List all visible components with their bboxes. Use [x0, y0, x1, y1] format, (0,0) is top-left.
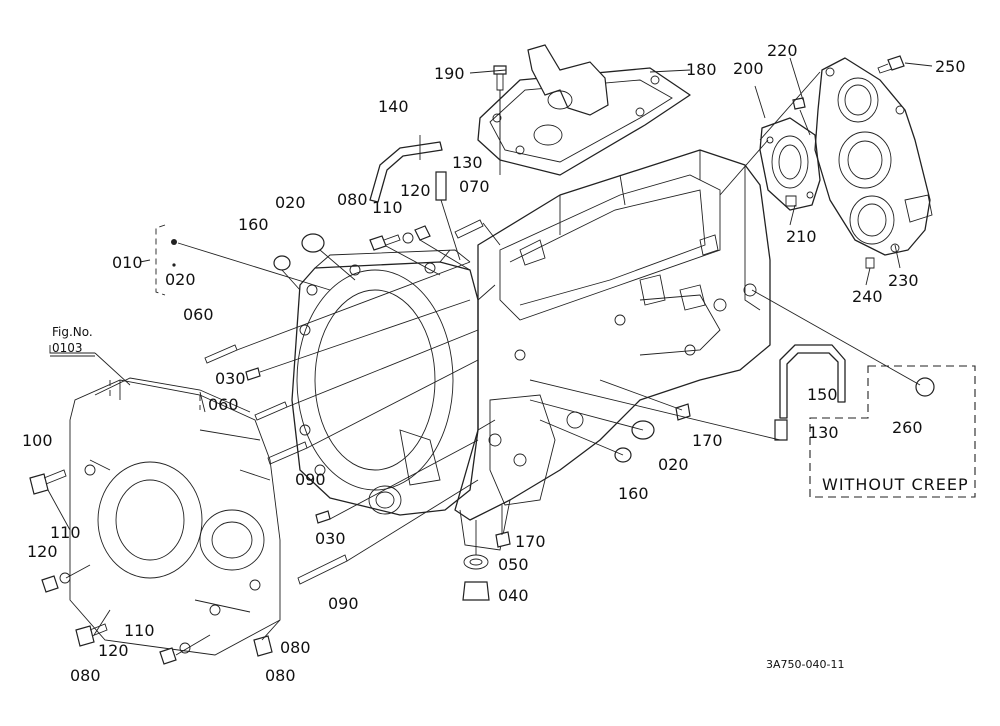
- transmission-case-drawing: [454, 149, 771, 551]
- gasket-plate-drawing: [759, 117, 821, 211]
- callout-060-mid: 060: [208, 395, 239, 414]
- callout-080-left: 080: [70, 666, 101, 685]
- drawing-number: 3A750-040-11: [766, 658, 844, 671]
- callout-120-top: 120: [400, 181, 431, 200]
- callout-140: 140: [378, 97, 409, 116]
- callout-160-bottom: 160: [618, 484, 649, 503]
- callout-030-mid: 030: [315, 529, 346, 548]
- callout-250: 250: [935, 57, 966, 76]
- group-marker-dot: [171, 239, 177, 245]
- small-parts-drawing: [29, 55, 935, 665]
- callout-090-bottom: 090: [328, 594, 359, 613]
- without-creep-boundary: [809, 365, 976, 498]
- callout-130-top: 130: [452, 153, 483, 172]
- callout-020-top: 020: [275, 193, 306, 212]
- callout-180: 180: [686, 60, 717, 79]
- callout-090-top: 090: [295, 470, 326, 489]
- callout-170-bottom: 170: [515, 532, 546, 551]
- without-creep-label: WITHOUT CREEP: [822, 475, 969, 494]
- figure-ref-line1: Fig.No.: [52, 325, 93, 339]
- callout-220: 220: [767, 41, 798, 60]
- rear-cover-drawing: [814, 57, 933, 256]
- callout-060-top: 060: [183, 305, 214, 324]
- callout-080-right-top: 080: [280, 638, 311, 657]
- callout-260: 260: [892, 418, 923, 437]
- callout-020-group: 020: [165, 270, 196, 289]
- callout-040: 040: [498, 586, 529, 605]
- group-bracket: [155, 224, 166, 296]
- callout-240: 240: [852, 287, 883, 306]
- callout-080-top: 080: [337, 190, 368, 209]
- callout-230: 230: [888, 271, 919, 290]
- leader-lines: [47, 71, 921, 656]
- callout-120-left: 120: [27, 542, 58, 561]
- top-cover-drawing: [477, 44, 691, 176]
- callout-110-top: 110: [372, 198, 403, 217]
- callout-labels: 190 180 140 130 120 070 020 080 110 160 …: [22, 41, 969, 685]
- clutch-housing-drawing: [291, 249, 496, 516]
- callout-110-left: 110: [50, 523, 81, 542]
- callout-110-bottom: 110: [124, 621, 155, 640]
- figure-ref-line2: 0103: [52, 341, 83, 355]
- callout-210: 210: [786, 227, 817, 246]
- callout-080-right-bottom: 080: [265, 666, 296, 685]
- label-leaders: [419, 57, 933, 286]
- callout-020-bottom: 020: [658, 455, 689, 474]
- callout-030-top: 030: [215, 369, 246, 388]
- callout-160-top: 160: [238, 215, 269, 234]
- callout-010: 010: [112, 253, 143, 272]
- front-cover-drawing: [69, 377, 281, 656]
- group-marker-dot-small: [172, 263, 176, 267]
- callout-200: 200: [733, 59, 764, 78]
- callout-190: 190: [434, 64, 465, 83]
- callout-120-bottom: 120: [98, 641, 129, 660]
- callout-170-right: 170: [692, 431, 723, 450]
- callout-130-right: 130: [808, 423, 839, 442]
- callout-100: 100: [22, 431, 53, 450]
- callout-150: 150: [807, 385, 838, 404]
- callout-070: 070: [459, 177, 490, 196]
- callout-050: 050: [498, 555, 529, 574]
